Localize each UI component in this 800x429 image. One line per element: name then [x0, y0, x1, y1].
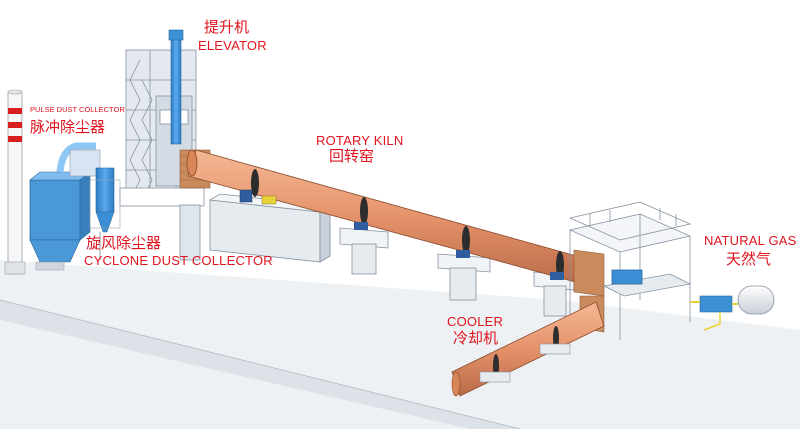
label-cooler-en: COOLER [447, 314, 504, 329]
label-gas-en: NATURAL GAS [704, 233, 797, 248]
label-cooler-zh: 冷却机 [453, 330, 499, 347]
cooler-body [451, 301, 605, 397]
cyclone-dust-collector [69, 149, 121, 260]
label-elevator-en: ELEVATOR [198, 38, 267, 53]
pulse-dust-collector [29, 142, 96, 271]
kiln-drive-motor [239, 189, 564, 280]
ground-slab [0, 260, 800, 429]
label-cyclone-zh: 旋风除尘器 [86, 235, 162, 252]
label-cyclone-en: CYCLONE DUST COLLECTOR [84, 253, 273, 268]
natural-gas-tank [690, 285, 775, 331]
bucket-elevator [168, 29, 184, 145]
label-gas-zh: 天然气 [726, 251, 772, 268]
label-kiln-zh: 回转窑 [329, 148, 375, 165]
burner-platform [568, 201, 692, 340]
label-pulse-en: PULSE DUST COLLECTOR [30, 105, 125, 114]
label-kiln-en: ROTARY KILN [316, 133, 404, 148]
label-elevator-zh: 提升机 [204, 19, 250, 36]
label-pulse-zh: 脉冲除尘器 [30, 119, 106, 136]
chimney [4, 89, 26, 275]
